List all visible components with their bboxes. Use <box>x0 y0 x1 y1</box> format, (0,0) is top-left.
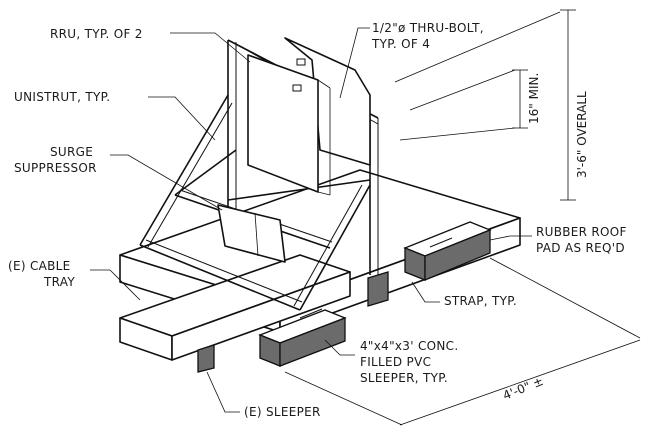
rru-units <box>247 37 371 196</box>
existing-sleeper-label: (E) SLEEPER <box>244 405 321 419</box>
concrete-sleeper-back <box>403 221 492 281</box>
existing-sleeper-end <box>197 344 215 373</box>
rubber-pad <box>367 271 389 307</box>
min-height-dimension: 16" MIN. <box>527 73 541 124</box>
callout-concrete-sleeper: 4"x4"x3' CONC. FILLED PVC SLEEPER, TYP. <box>360 339 458 385</box>
sleeper-label-line-2: FILLED PVC <box>360 355 431 369</box>
width-dimension: 4'-0" ± <box>501 374 545 403</box>
leader-lines <box>90 27 532 413</box>
sleeper-label-line-1: 4"x4"x3' CONC. <box>360 339 458 353</box>
cable-tray-label-line-2: TRAY <box>43 275 75 289</box>
surge-label-line-2: SUPPRESSOR <box>14 161 97 175</box>
unistrut-label: UNISTRUT, TYP. <box>14 90 110 104</box>
cable-tray-label-line-1: (E) CABLE <box>8 259 71 273</box>
callout-thru-bolt: 1/2"ø THRU-BOLT, TYP. OF 4 <box>371 21 484 51</box>
rubber-pad-label-line-1: RUBBER ROOF <box>536 225 627 239</box>
sleeper-label-line-3: SLEEPER, TYP. <box>360 371 448 385</box>
existing-cable-tray <box>119 254 351 361</box>
strap <box>299 237 453 319</box>
overall-height-dimension: 3'-6" OVERALL <box>575 91 589 178</box>
callout-strap: STRAP, TYP. <box>444 294 517 308</box>
surge-label-line-1: SURGE <box>50 145 93 159</box>
callout-existing-sleeper: (E) SLEEPER <box>244 405 321 419</box>
rubber-pad-label-line-2: PAD AS REQ'D <box>536 241 625 255</box>
strap-label: STRAP, TYP. <box>444 294 517 308</box>
rru-label: RRU, TYP. OF 2 <box>50 27 143 41</box>
thru-bolt-label-line-1: 1/2"ø THRU-BOLT, <box>372 21 484 35</box>
callout-cable-tray: (E) CABLE TRAY <box>8 259 75 289</box>
callout-rru: RRU, TYP. OF 2 <box>50 27 143 41</box>
callout-rubber-pad: RUBBER ROOF PAD AS REQ'D <box>536 225 627 255</box>
callout-surge: SURGE SUPPRESSOR <box>14 145 97 175</box>
thru-bolt-label-line-2: TYP. OF 4 <box>371 37 430 51</box>
concrete-sleeper-front <box>258 309 347 367</box>
dimension-lines <box>284 9 641 426</box>
surge-suppressor-box <box>217 204 286 263</box>
callout-unistrut: UNISTRUT, TYP. <box>14 90 110 104</box>
